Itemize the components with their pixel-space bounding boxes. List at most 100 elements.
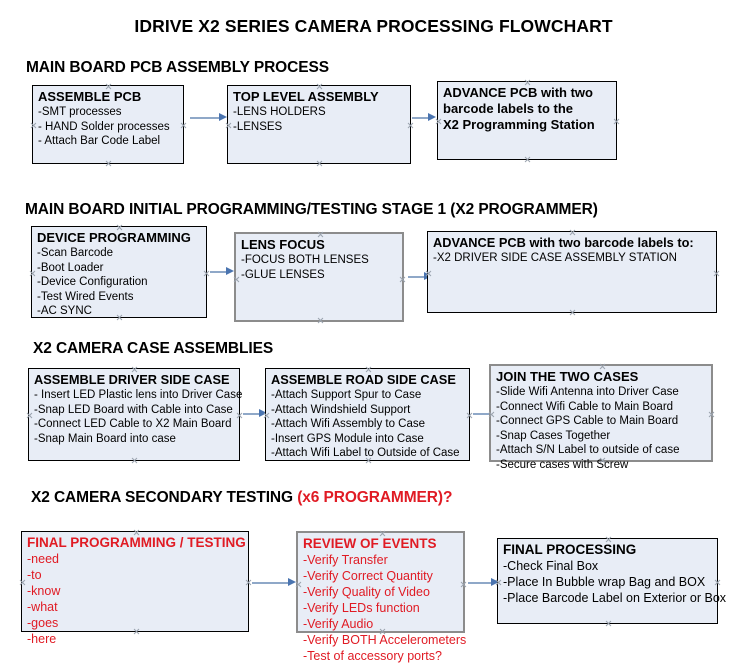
section-header-text: X2 CAMERA SECONDARY TESTING — [31, 489, 298, 506]
node-line: - Insert LED Plastic lens into Driver Ca… — [34, 389, 243, 401]
connection-handle-right — [714, 579, 721, 586]
node-line: -Connect Wifi Cable to Main Board — [496, 400, 674, 413]
section-header-x2-camera-secondary-testing: X2 CAMERA SECONDARY TESTING (x6 PROGRAMM… — [31, 489, 452, 507]
connection-handle-right — [180, 122, 187, 129]
node-line: -AC SYNC — [37, 305, 92, 317]
connection-handle-left — [263, 412, 270, 419]
connection-handle-left — [425, 270, 432, 277]
connection-handle-left — [19, 579, 26, 586]
page-title: IDRIVE X2 SERIES CAMERA PROCESSING FLOWC… — [134, 16, 613, 36]
node-device-programming[interactable]: DEVICE PROGRAMMING -Scan Barcode -Boot L… — [31, 226, 207, 318]
node-title: FINAL PROCESSING — [503, 542, 637, 557]
node-line: -Snap Cases Together — [496, 429, 611, 442]
arrow-device-programming-to-lens-focus — [210, 267, 234, 276]
node-line-overflow: -Test of accessory ports? — [303, 649, 442, 663]
connection-handle-right — [245, 579, 252, 586]
arrow-review-of-events-to-final-processing — [468, 578, 499, 587]
node-line: -Attach Windshield Support — [271, 403, 411, 416]
section-header-text: MAIN BOARD PCB ASSEMBLY PROCESS — [26, 59, 329, 76]
node-line: -LENSES — [233, 120, 283, 133]
node-title: REVIEW OF EVENTS — [303, 536, 437, 551]
node-line: -Check Final Box — [503, 559, 599, 573]
node-line: barcode labels to the — [443, 101, 574, 116]
connection-handle-left — [488, 411, 495, 418]
connection-handle-bottom — [569, 309, 576, 316]
section-header-accent: (x6 PROGRAMMER)? — [297, 489, 453, 506]
section-header-main-board-pcb-assembly: MAIN BOARD PCB ASSEMBLY PROCESS — [26, 59, 329, 77]
arrow-top-level-assembly-to-advance-pcb — [412, 113, 436, 122]
node-assemble-driver-side-case[interactable]: ASSEMBLE DRIVER SIDE CASE - Insert LED P… — [26, 368, 243, 464]
node-title: ADVANCE PCB with two barcode labels to: — [433, 235, 694, 250]
connection-handle-left — [29, 270, 36, 277]
node-line: -Place Barcode Label on Exterior or Box — [503, 591, 727, 605]
section-header-text: MAIN BOARD INITIAL PROGRAMMING/TESTING S… — [25, 201, 598, 218]
node-line: -Connect GPS Cable to Main Board — [496, 415, 679, 427]
node-line: -Test Wired Events — [37, 290, 134, 303]
connection-handle-left — [225, 122, 232, 129]
node-line: -Verify LEDs function — [303, 601, 420, 615]
node-advance-pcb-to-driver-side-case-station[interactable]: ADVANCE PCB with two barcode labels to: … — [427, 231, 717, 313]
connection-handle-right — [203, 270, 210, 277]
node-line: -need — [27, 552, 59, 566]
node-line: -Insert GPS Module into Case — [271, 432, 424, 445]
connection-handle-bottom — [131, 457, 138, 464]
node-title: ASSEMBLE DRIVER SIDE CASE — [34, 372, 230, 387]
connection-handle-bottom — [316, 160, 323, 167]
node-assemble-pcb[interactable]: ASSEMBLE PCB -SMT processes - HAND Solde… — [32, 85, 184, 164]
connection-handle-left — [435, 118, 442, 125]
connection-handle-right — [613, 118, 620, 125]
node-title: ASSEMBLE ROAD SIDE CASE — [271, 372, 456, 387]
node-line: X2 Programming Station — [443, 117, 595, 132]
node-title: JOIN THE TWO CASES — [496, 369, 639, 384]
section-header-main-board-initial-programming: MAIN BOARD INITIAL PROGRAMMING/TESTING S… — [25, 201, 598, 219]
connection-handle-bottom — [317, 317, 324, 324]
connection-handle-left — [295, 581, 302, 588]
node-final-programming-testing[interactable]: FINAL PROGRAMMING / TESTING -need -to -k… — [19, 531, 252, 646]
connection-handle-right — [708, 411, 715, 418]
connection-handle-bottom — [605, 620, 612, 627]
connection-handle-bottom — [105, 160, 112, 167]
node-line: -Verify Audio — [303, 617, 374, 631]
connection-handle-left — [26, 412, 33, 419]
node-line: -goes — [27, 616, 59, 630]
node-assemble-road-side-case[interactable]: ASSEMBLE ROAD SIDE CASE -Attach Support … — [265, 368, 470, 461]
node-line: -FOCUS BOTH LENSES — [241, 254, 369, 266]
node-final-processing[interactable]: FINAL PROCESSING -Check Final Box -Place… — [495, 538, 727, 627]
node-line: -to — [27, 568, 42, 582]
node-line: - HAND Solder processes — [38, 120, 170, 133]
node-line: -Verify BOTH Accelerometers — [303, 633, 467, 647]
node-review-of-events[interactable]: REVIEW OF EVENTS -Verify Transfer -Verif… — [295, 531, 466, 663]
connection-handle-left — [495, 579, 502, 586]
node-line: -X2 DRIVER SIDE CASE ASSEMBLY STATION — [433, 252, 677, 264]
node-line: -Attach S/N Label to outside of case — [496, 444, 680, 456]
section-header-text: X2 CAMERA CASE ASSEMBLIES — [33, 340, 274, 357]
node-advance-pcb-to-x2-programming-station[interactable]: ADVANCE PCB with two barcode labels to t… — [437, 81, 617, 160]
node-line: -Attach Wifi Assembly to Case — [271, 418, 426, 430]
node-line: -Snap Main Board into case — [34, 432, 176, 445]
node-line: -Verify Transfer — [303, 553, 388, 567]
node-join-the-two-cases[interactable]: JOIN THE TWO CASES -Slide Wifi Antenna i… — [488, 364, 715, 471]
node-line: -what — [27, 600, 58, 614]
node-line: -Attach Support Spur to Case — [271, 389, 422, 401]
node-line: -SMT processes — [38, 106, 122, 118]
node-line: -GLUE LENSES — [241, 268, 325, 281]
node-top-level-assembly[interactable]: TOP LEVEL ASSEMBLY -LENS HOLDERS -LENSES — [227, 85, 411, 164]
node-line: -Boot Loader — [37, 261, 104, 274]
connection-handle-bottom — [524, 156, 531, 163]
connection-handle-right — [399, 276, 406, 283]
section-header-x2-camera-case-assemblies: X2 CAMERA CASE ASSEMBLIES — [33, 340, 273, 358]
node-line: -Verify Correct Quantity — [303, 569, 433, 583]
node-lens-focus[interactable]: LENS FOCUS -FOCUS BOTH LENSES -GLUE LENS… — [234, 232, 404, 322]
node-title: DEVICE PROGRAMMING — [37, 230, 191, 245]
node-line: -here — [27, 632, 57, 646]
arrow-driver-side-to-road-side — [243, 409, 267, 418]
connection-handle-right — [713, 270, 720, 277]
connection-handle-left — [30, 122, 37, 129]
node-line: -know — [27, 584, 61, 598]
node-line: -Device Configuration — [37, 276, 148, 288]
connection-handle-left — [233, 276, 240, 283]
node-line: -Connect LED Cable to X2 Main Board — [34, 418, 232, 430]
node-line: -Place In Bubble wrap Bag and BOX — [503, 575, 706, 589]
connection-handle-right — [466, 412, 473, 419]
